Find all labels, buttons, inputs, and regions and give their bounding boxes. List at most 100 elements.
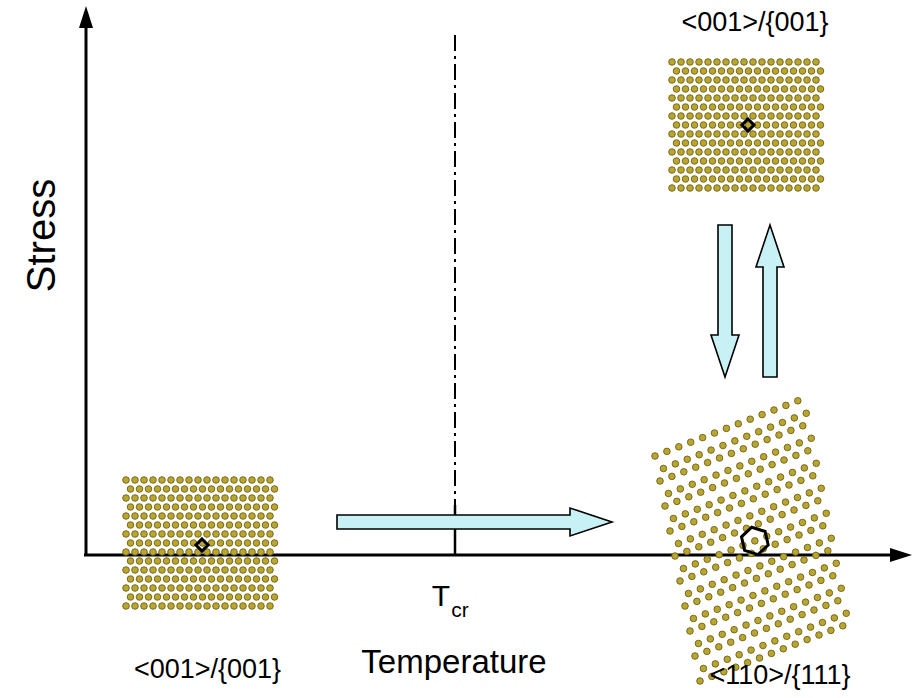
atom-dot xyxy=(168,549,175,556)
atom-dot xyxy=(768,185,775,192)
atom-dot xyxy=(267,531,274,538)
atom-dot xyxy=(716,551,723,558)
atom-dot xyxy=(154,594,161,601)
atom-dot xyxy=(240,477,247,484)
atom-dot xyxy=(177,603,184,610)
atom-dot xyxy=(163,504,170,511)
atom-dot xyxy=(750,185,757,192)
atom-dot xyxy=(718,68,725,75)
atom-dot xyxy=(697,489,704,496)
atom-dot xyxy=(799,86,806,93)
atom-dot xyxy=(141,567,148,574)
atom-dot xyxy=(799,140,806,147)
atom-dot xyxy=(190,486,197,493)
atom-dot xyxy=(190,558,197,565)
axis-title: Temperature xyxy=(361,643,546,681)
atom-dot xyxy=(727,176,734,183)
atom-dot xyxy=(190,576,197,583)
atom-dot xyxy=(141,585,148,592)
atom-dot xyxy=(208,522,215,529)
atom-dot xyxy=(700,158,707,165)
atom-dot xyxy=(767,613,774,620)
atom-dot xyxy=(709,484,716,491)
atom-dot xyxy=(714,185,721,192)
atom-dot xyxy=(741,77,748,84)
atom-dot xyxy=(226,540,233,547)
atom-dot xyxy=(801,465,808,472)
atom-dot xyxy=(682,511,689,518)
atom-dot xyxy=(782,499,789,506)
atom-dot xyxy=(696,544,703,551)
atom-dot xyxy=(660,465,667,472)
atom-dot xyxy=(226,576,233,583)
atom-dot xyxy=(727,122,734,129)
atom-dot xyxy=(159,477,166,484)
atom-dot xyxy=(695,640,702,647)
atom-dot xyxy=(271,540,278,547)
atom-dot xyxy=(786,59,793,66)
atom-dot xyxy=(204,531,211,538)
atom-dot xyxy=(804,167,811,174)
atom-dot xyxy=(757,563,764,570)
atom-dot xyxy=(691,68,698,75)
atom-dot xyxy=(738,500,745,507)
atom-dot xyxy=(136,522,143,529)
atom-dot xyxy=(723,522,730,529)
atom-dot xyxy=(696,451,703,458)
atom-dot xyxy=(267,549,274,556)
atom-dot xyxy=(707,636,714,643)
atom-dot xyxy=(793,452,800,459)
atom-dot xyxy=(687,95,694,102)
atom-dot xyxy=(700,665,707,672)
atom-dot xyxy=(792,641,799,648)
atom-dot xyxy=(795,59,802,66)
atom-dot xyxy=(714,113,721,120)
atom-dot xyxy=(685,590,692,597)
atom-dot xyxy=(759,149,766,156)
atom-dot xyxy=(678,95,685,102)
atom-dot xyxy=(249,549,256,556)
atom-dot xyxy=(813,113,820,120)
atom-dot xyxy=(745,86,752,93)
atom-dot xyxy=(772,86,779,93)
atom-dot xyxy=(679,523,686,530)
atom-dot xyxy=(226,558,233,565)
atom-dot xyxy=(750,592,757,599)
atom-dot xyxy=(769,461,776,468)
atom-dot xyxy=(127,540,134,547)
atom-dot xyxy=(244,558,251,565)
atom-dot xyxy=(825,548,832,555)
atom-dot xyxy=(177,567,184,574)
atom-dot xyxy=(217,522,224,529)
atom-dot xyxy=(700,122,707,129)
atom-dot xyxy=(684,456,691,463)
atom-dot xyxy=(817,158,824,165)
atom-dot xyxy=(705,77,712,84)
atom-dot xyxy=(186,567,193,574)
atom-dot xyxy=(714,167,721,174)
atom-dot xyxy=(781,122,788,129)
atom-dot xyxy=(718,86,725,93)
atom-dot xyxy=(804,544,811,551)
atom-dot xyxy=(208,576,215,583)
atom-dot xyxy=(741,59,748,66)
atom-dot xyxy=(795,95,802,102)
atom-dot xyxy=(253,558,260,565)
atom-dot xyxy=(777,149,784,156)
atom-dot xyxy=(190,594,197,601)
atom-dot xyxy=(786,113,793,120)
atom-dot xyxy=(150,495,157,502)
atom-dot xyxy=(123,531,130,538)
orientation-label: <001>/{001} xyxy=(625,7,885,38)
stress-axis xyxy=(79,6,93,556)
atom-dot xyxy=(249,585,256,592)
atom-dot xyxy=(723,425,730,432)
atom-dot xyxy=(813,552,820,559)
atom-dot xyxy=(177,513,184,520)
atom-dot xyxy=(145,486,152,493)
atom-dot xyxy=(758,508,765,515)
atom-dot xyxy=(727,158,734,165)
atom-dot xyxy=(772,176,779,183)
atom-dot xyxy=(690,615,697,622)
atom-dot xyxy=(763,68,770,75)
